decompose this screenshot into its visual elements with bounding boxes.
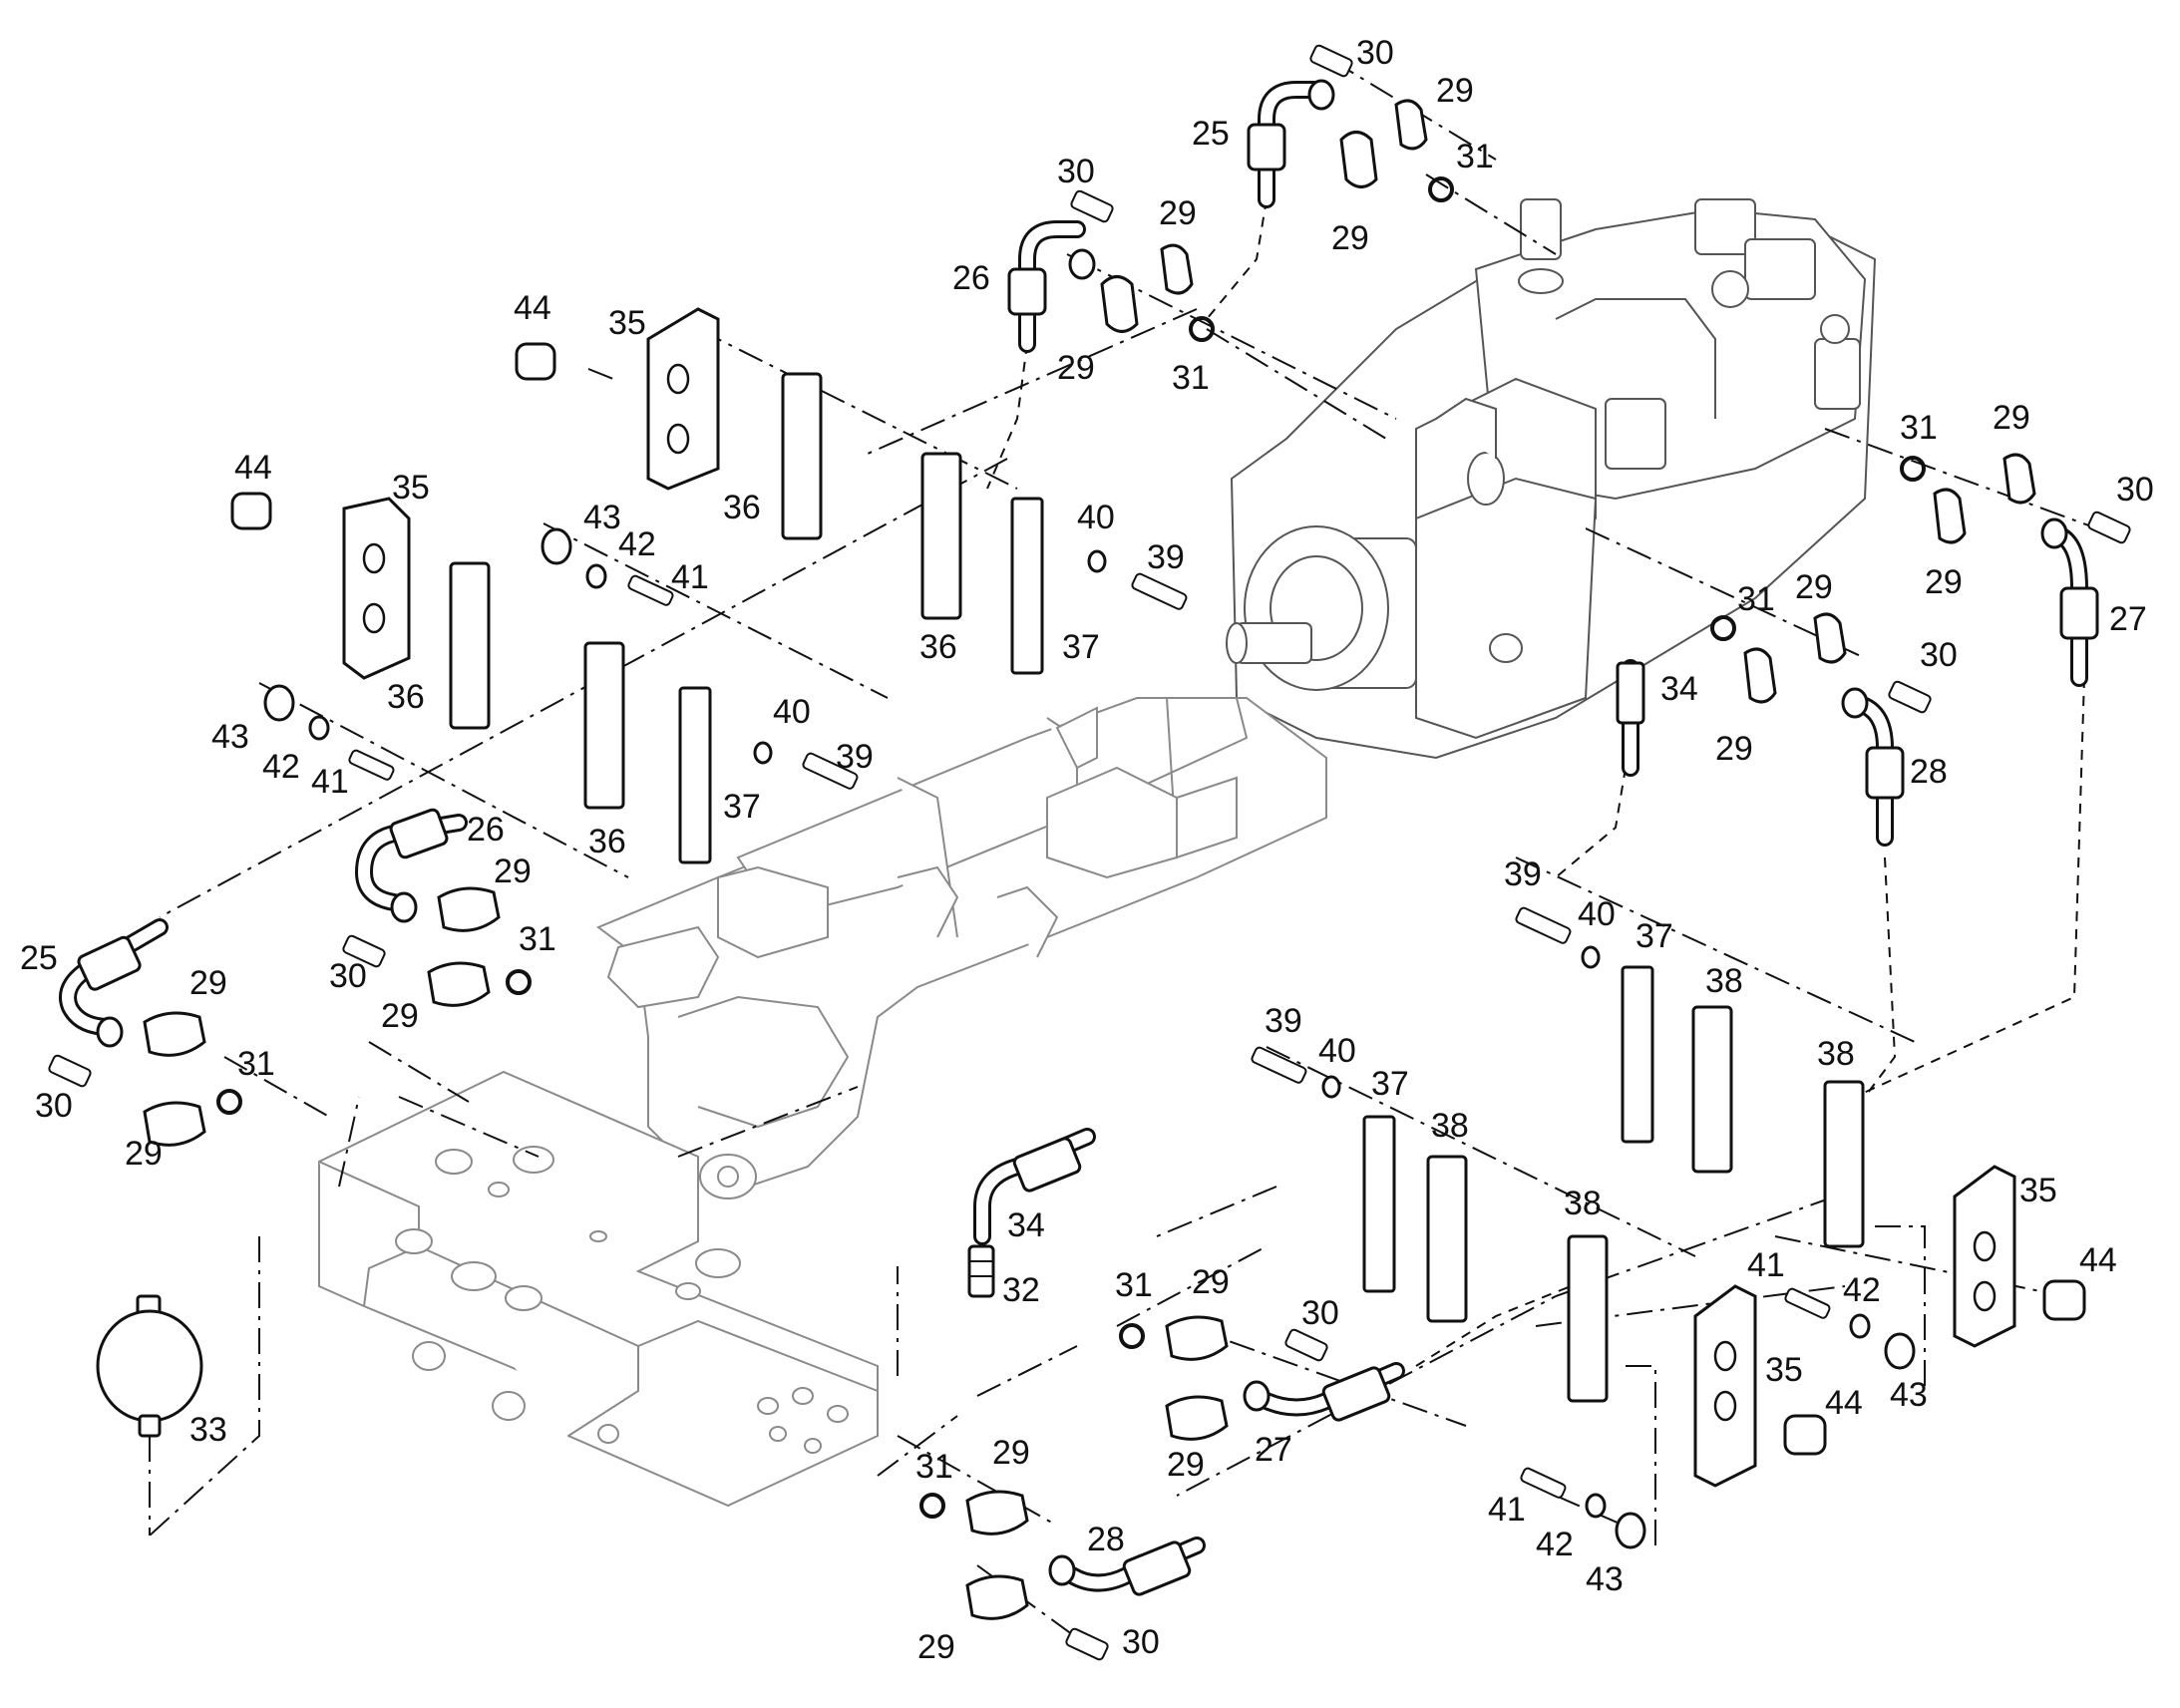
callout-42: 42 [1843, 1271, 1881, 1309]
callout-30: 30 [1920, 636, 1958, 674]
callout-27: 27 [1255, 1431, 1292, 1469]
callout-39: 39 [1147, 538, 1185, 576]
fittings [48, 44, 2131, 1661]
callout-41: 41 [1488, 1491, 1526, 1529]
callout-29: 29 [1057, 349, 1095, 387]
callout-40: 40 [1578, 895, 1616, 933]
callout-42: 42 [1536, 1526, 1574, 1563]
callout-29: 29 [1993, 399, 2030, 437]
callout-41: 41 [1747, 1246, 1785, 1284]
callout-31: 31 [519, 920, 556, 958]
callout-25: 25 [1192, 115, 1230, 153]
callout-30: 30 [1356, 34, 1394, 72]
callout-35: 35 [608, 304, 646, 342]
callout-29: 29 [381, 997, 419, 1035]
callout-31: 31 [1900, 409, 1938, 447]
callout-43: 43 [1890, 1376, 1928, 1414]
callout-44: 44 [2079, 1241, 2117, 1279]
callout-29: 29 [1331, 219, 1369, 257]
callout-35: 35 [2019, 1172, 2057, 1209]
assembly-leader-lines [149, 59, 2125, 1646]
callout-28: 28 [1087, 1521, 1125, 1558]
callout-44: 44 [514, 289, 551, 327]
callout-39: 39 [1265, 1002, 1302, 1040]
callout-27: 27 [2109, 600, 2147, 638]
pump-assembly [1226, 198, 1877, 760]
callout-29: 29 [125, 1135, 163, 1173]
callout-43: 43 [211, 718, 249, 756]
callout-42: 42 [618, 525, 656, 563]
callout-36: 36 [723, 489, 761, 526]
chassis-frame [596, 697, 1327, 1199]
callout-36: 36 [588, 823, 626, 860]
callout-29: 29 [917, 1628, 955, 1666]
callout-30: 30 [1122, 1623, 1160, 1661]
callout-29: 29 [1167, 1446, 1205, 1484]
callout-31: 31 [1456, 138, 1494, 175]
callout-37: 37 [1062, 628, 1100, 666]
callout-29: 29 [494, 853, 532, 890]
callout-31: 31 [915, 1448, 953, 1486]
callout-30: 30 [35, 1087, 73, 1125]
callout-44: 44 [1825, 1384, 1863, 1422]
callout-38: 38 [1817, 1035, 1855, 1073]
callout-29: 29 [1795, 568, 1833, 606]
callout-30: 30 [1301, 1294, 1339, 1332]
callout-33: 33 [189, 1411, 227, 1449]
callout-29: 29 [1925, 563, 1963, 601]
callout-41: 41 [671, 558, 709, 596]
callout-29: 29 [1715, 730, 1753, 768]
callout-35: 35 [1765, 1351, 1803, 1389]
callout-32: 32 [1002, 1271, 1040, 1309]
callout-40: 40 [1318, 1032, 1356, 1070]
callout-25: 25 [20, 939, 58, 977]
callout-29: 29 [1436, 72, 1474, 110]
callout-37: 37 [1635, 917, 1673, 955]
callout-31: 31 [1737, 580, 1775, 618]
callout-35: 35 [392, 469, 430, 507]
callout-36: 36 [919, 628, 957, 666]
callout-31: 31 [237, 1045, 275, 1083]
accumulator [96, 1294, 203, 1438]
callout-40: 40 [773, 693, 811, 731]
callout-38: 38 [1564, 1185, 1602, 1222]
callout-34: 34 [1660, 670, 1698, 708]
callout-37: 37 [723, 788, 761, 826]
callout-39: 39 [836, 738, 874, 776]
callout-38: 38 [1705, 962, 1743, 1000]
callout-40: 40 [1077, 499, 1115, 536]
callout-36: 36 [387, 678, 425, 716]
callout-43: 43 [1586, 1560, 1624, 1598]
callout-29: 29 [992, 1434, 1030, 1472]
callout-29: 29 [189, 964, 227, 1002]
callout-39: 39 [1504, 855, 1542, 893]
callout-29: 29 [1159, 194, 1197, 232]
callout-42: 42 [262, 748, 300, 786]
callout-30: 30 [2116, 471, 2154, 509]
callout-29: 29 [1192, 1263, 1230, 1301]
callout-34: 34 [1007, 1206, 1045, 1244]
callout-44: 44 [234, 449, 272, 487]
callout-26: 26 [467, 811, 505, 849]
callout-labels: 30 29 25 31 29 30 29 26 29 31 44 35 44 3… [20, 34, 2154, 1666]
callout-31: 31 [1115, 1266, 1153, 1304]
callout-31: 31 [1172, 359, 1210, 397]
callout-28: 28 [1910, 753, 1948, 791]
callout-41: 41 [311, 763, 349, 801]
callout-37: 37 [1371, 1065, 1409, 1103]
callout-38: 38 [1431, 1107, 1469, 1145]
callout-30: 30 [1057, 153, 1095, 190]
brackets-and-clamps [230, 307, 2086, 1549]
callout-30: 30 [329, 957, 367, 995]
callout-43: 43 [583, 499, 621, 536]
valve-block [318, 1070, 879, 1508]
callout-26: 26 [952, 259, 990, 297]
